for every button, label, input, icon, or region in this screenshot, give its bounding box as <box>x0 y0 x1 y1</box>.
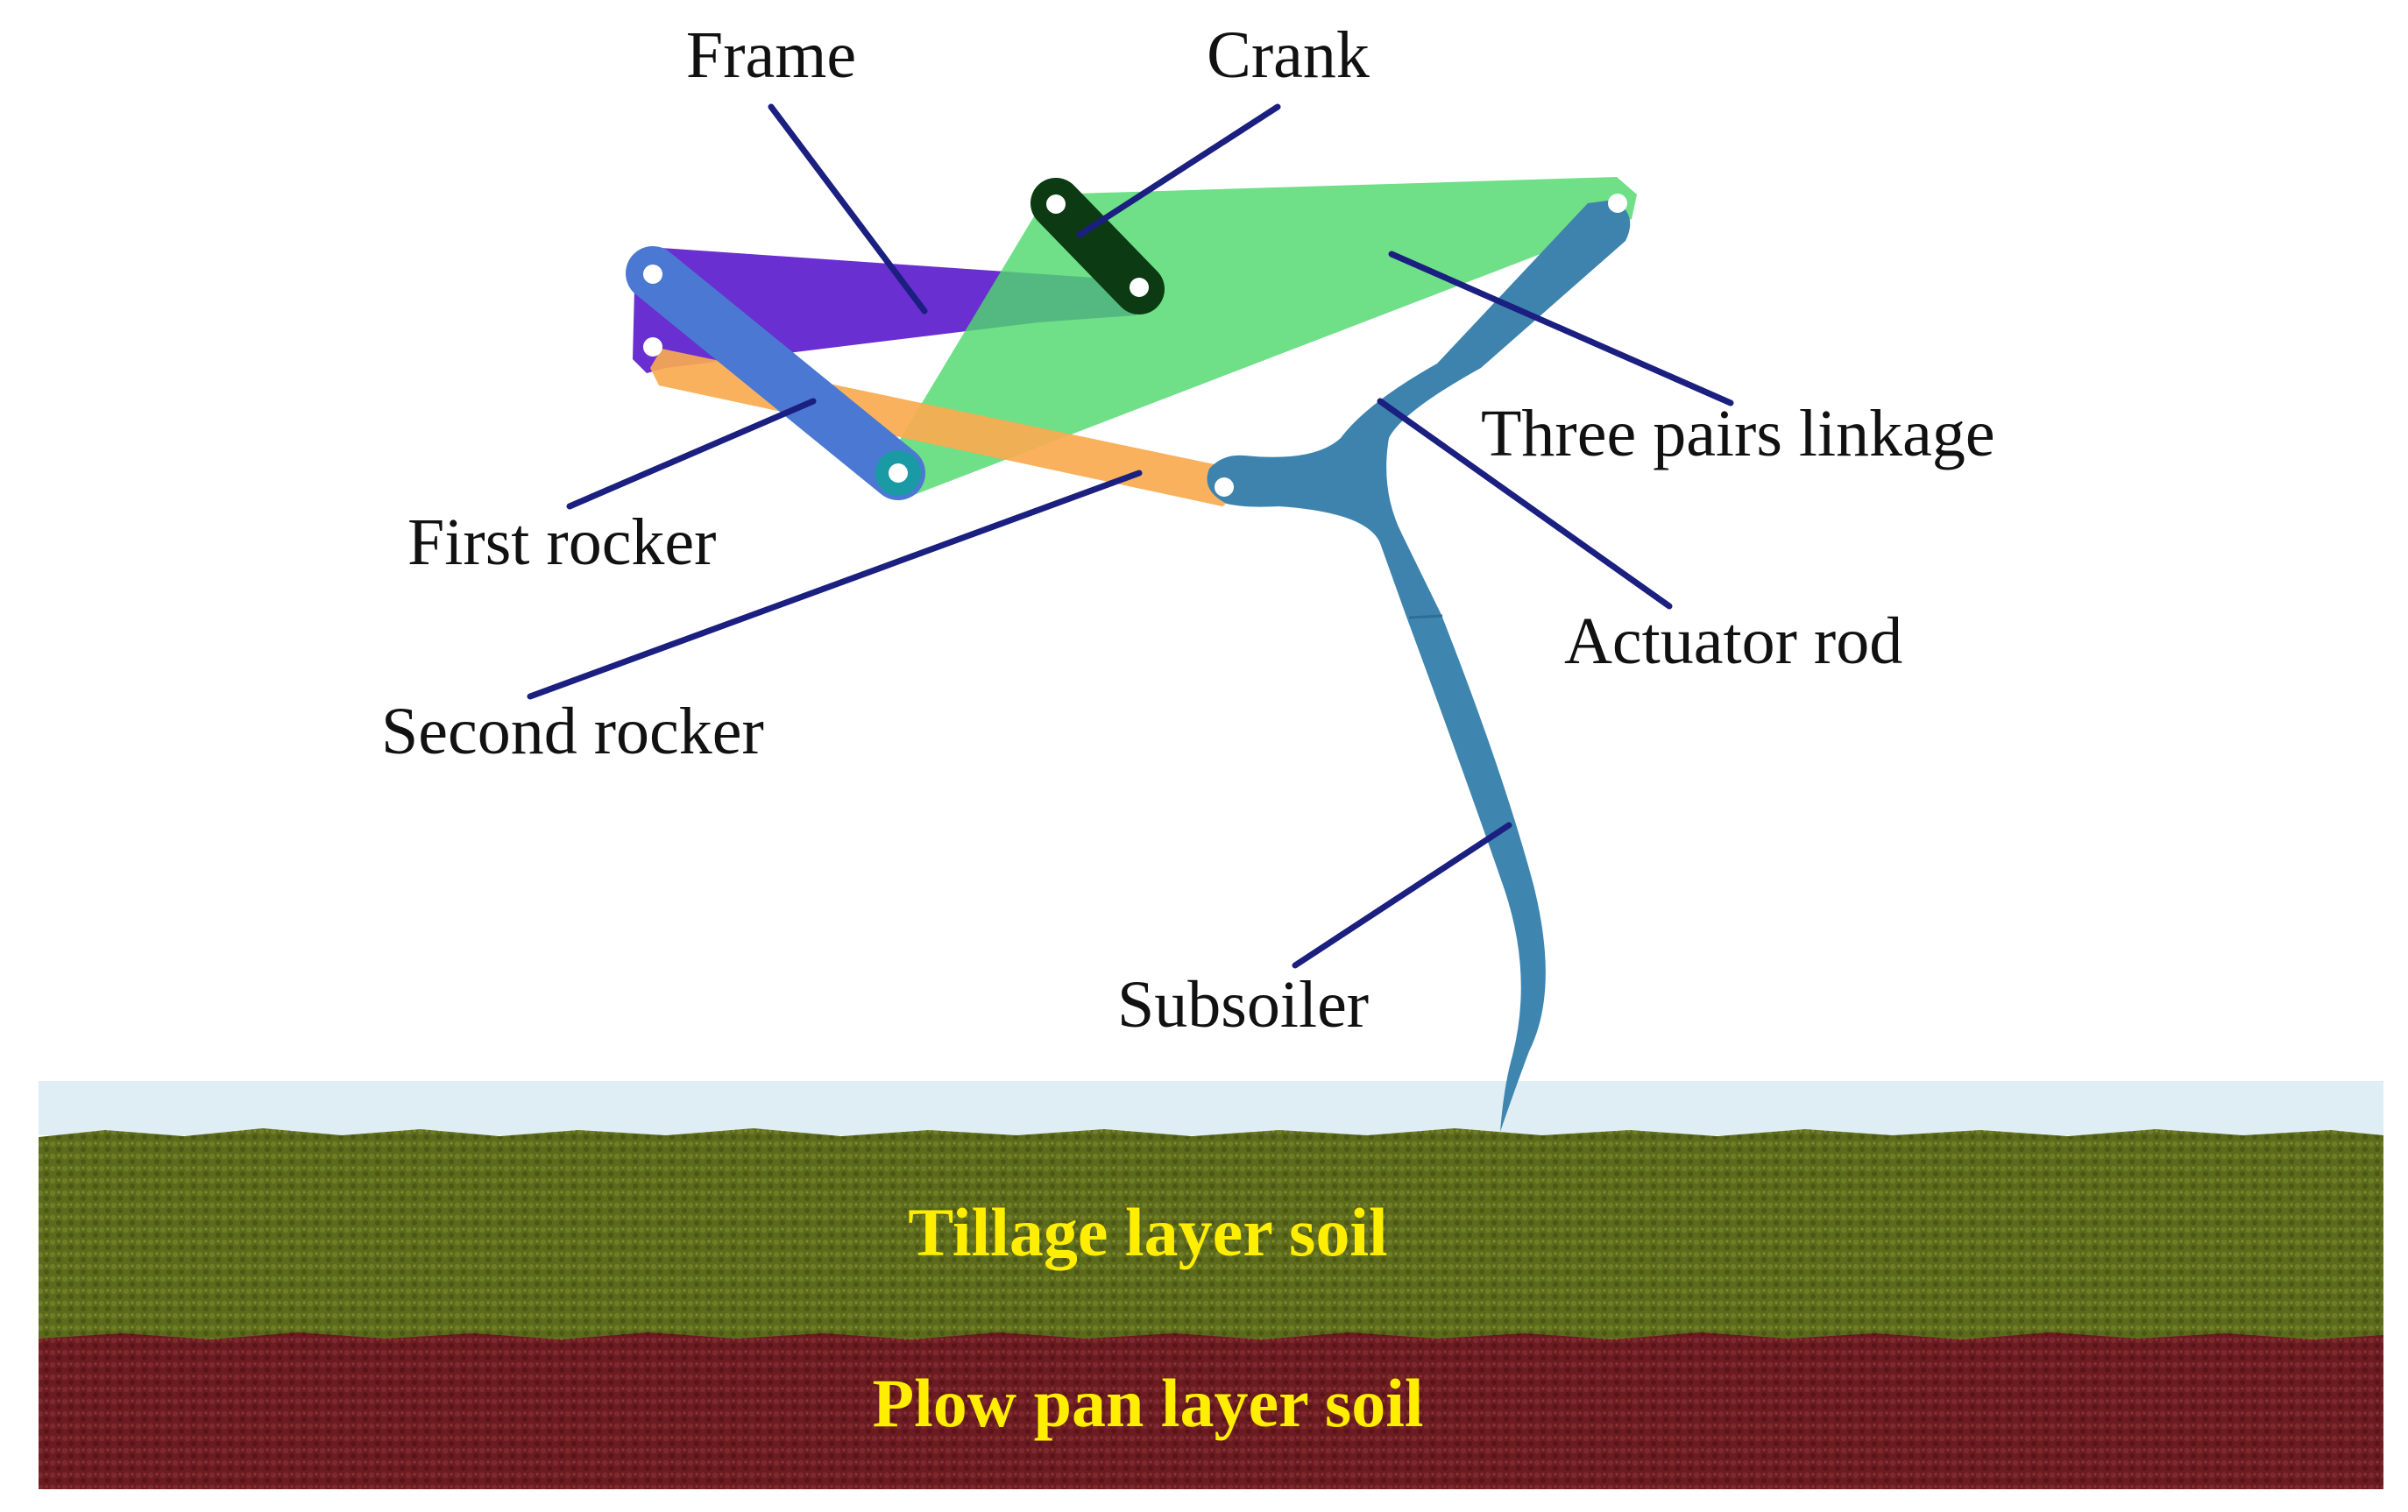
soil-bin: Tillage layer soil Plow pan layer soil <box>39 1081 2383 1489</box>
crank-link <box>1030 178 1165 314</box>
three-pairs-linkage-label: Three pairs linkage <box>1481 397 1995 470</box>
actuator-rod <box>1207 200 1631 617</box>
component-labels: Frame Crank Three pairs linkage First ro… <box>381 18 1995 1042</box>
plow-pan-layer-label: Plow pan layer soil <box>872 1365 1423 1441</box>
actuator-rod-leader <box>1377 398 1673 610</box>
three-pairs-linkage-leader <box>1388 251 1734 406</box>
leader-lines <box>527 103 1734 969</box>
first-rocker-label: First rocker <box>407 505 716 579</box>
crank-leader <box>1076 103 1281 238</box>
frame-lower-hole <box>643 337 662 357</box>
second-rocker-label: Second rocker <box>381 695 764 768</box>
crank-pivot-hole <box>1046 194 1066 214</box>
air-gap-band <box>39 1081 2383 1135</box>
tillage-layer-label: Tillage layer soil <box>908 1194 1387 1270</box>
actuator-joint-hole <box>1215 477 1234 497</box>
crank-pin-hole <box>1130 278 1149 297</box>
plow-pan-layer-soil <box>39 1332 2383 1489</box>
first-rocker <box>626 246 925 500</box>
crank-label: Crank <box>1207 18 1370 92</box>
subsoiler-label: Subsoiler <box>1117 968 1369 1042</box>
subsoiler-shank <box>1406 614 1546 1132</box>
second-rocker-leader <box>527 470 1143 700</box>
frame-leader <box>768 103 928 314</box>
first-rocker-leader <box>566 398 817 510</box>
actuator-rod-label: Actuator rod <box>1564 604 1902 678</box>
frame-label: Frame <box>686 18 856 92</box>
three-pairs-linkage <box>881 177 1637 498</box>
tillage-layer-soil <box>39 1128 2383 1340</box>
rocker-joint-hole <box>889 463 908 483</box>
first-rocker-top-hole <box>643 265 662 284</box>
subsoiler-leader <box>1292 822 1512 969</box>
joint-pins <box>643 194 1627 497</box>
linkage-end-hole <box>1608 194 1627 213</box>
